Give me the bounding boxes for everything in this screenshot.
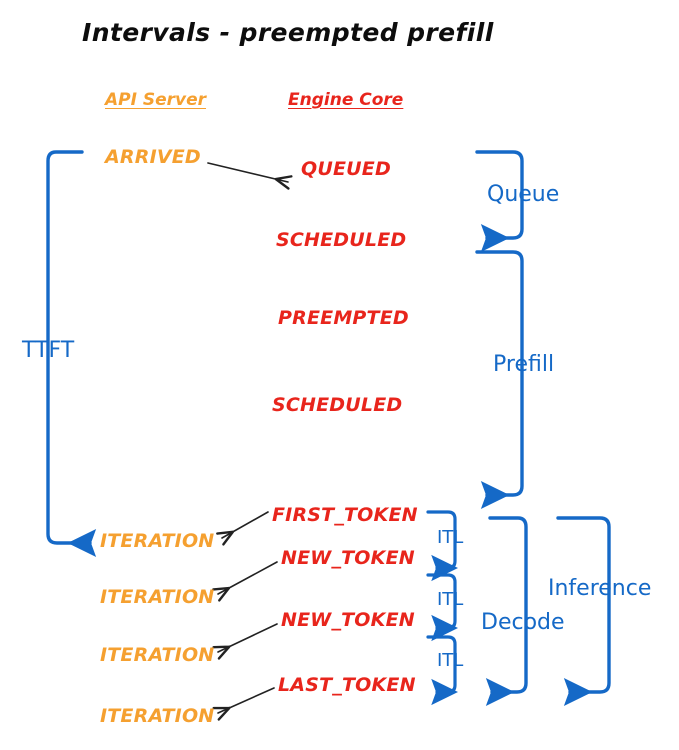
connector-first-token-to-iteration-1 [222,511,269,538]
interval-label-itl-1: ITL [437,527,464,548]
connector-new-token-2-to-iteration-3 [218,623,278,652]
connector-last-token-to-iteration-4 [218,687,275,713]
event-scheduled-2: SCHEDULED [272,394,403,416]
connector-arrived-to-queued [207,162,288,182]
event-iteration-3: ITERATION [100,644,215,666]
event-iteration-4: ITERATION [100,705,215,727]
interval-label-decode: Decode [481,610,565,635]
diagram-title: Intervals - preempted prefill [82,18,494,47]
interval-label-itl-2: ITL [437,589,464,610]
event-iteration-2: ITERATION [100,586,215,608]
interval-bracket-itl-3 [426,635,459,706]
interval-bracket-itl-1 [426,510,459,582]
event-scheduled-1: SCHEDULED [276,229,407,251]
interval-bracket-prefill [475,250,524,509]
interval-label-inference: Inference [548,576,652,601]
interval-bracket-inference [556,516,611,706]
interval-label-prefill: Prefill [493,352,555,377]
event-last-token: LAST_TOKEN [278,674,416,696]
interval-bracket-ttft [46,150,97,557]
interval-label-itl-3: ITL [437,650,464,671]
interval-bracket-itl-2 [426,573,459,642]
interval-bracket-decode [485,516,528,706]
interval-label-queue: Queue [487,182,560,207]
column-header-api-server: API Server [105,90,207,110]
event-queued: QUEUED [301,158,391,180]
connector-new-token-1-to-iteration-2 [218,561,278,594]
event-new-token-1: NEW_TOKEN [281,547,415,569]
column-header-engine-core: Engine Core [288,90,404,110]
event-iteration-1: ITERATION [100,530,215,552]
interval-bracket-queue [475,150,524,252]
interval-label-ttft: TTFT [22,338,75,363]
event-preempted: PREEMPTED [278,307,409,329]
event-first-token: FIRST_TOKEN [272,504,418,526]
event-arrived: ARRIVED [105,146,201,168]
event-new-token-2: NEW_TOKEN [281,609,415,631]
